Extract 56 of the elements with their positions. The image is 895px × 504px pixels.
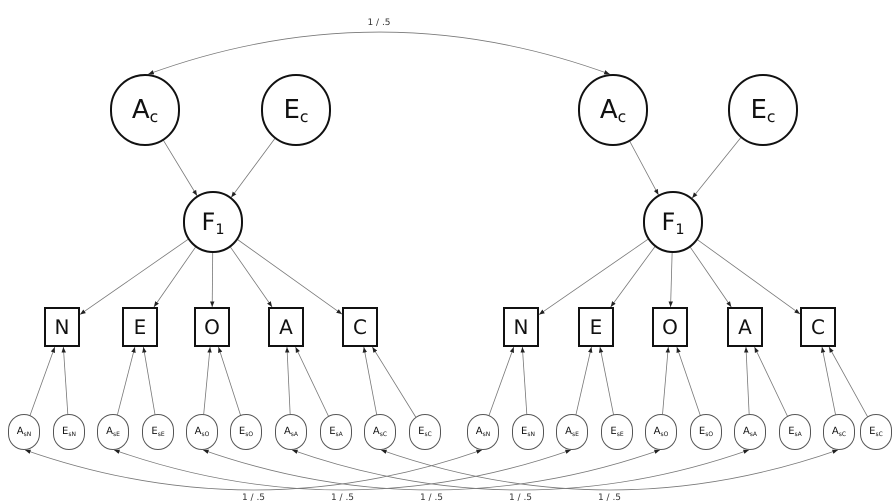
arrow bbox=[662, 346, 670, 414]
edge-label: 1 / .5 bbox=[418, 494, 446, 503]
arrow bbox=[295, 346, 329, 417]
arrow bbox=[598, 346, 614, 415]
observed-box: A bbox=[727, 307, 763, 347]
arrow bbox=[362, 346, 378, 415]
arrow bbox=[230, 246, 272, 308]
arrow bbox=[668, 252, 673, 308]
arrow bbox=[610, 246, 656, 308]
arrow bbox=[744, 346, 750, 414]
arrow bbox=[203, 346, 212, 414]
arrow bbox=[520, 346, 528, 414]
observed-box: N bbox=[44, 307, 80, 347]
arrow bbox=[576, 346, 592, 415]
arrow bbox=[117, 346, 136, 416]
observed-box: E bbox=[122, 307, 158, 347]
edge-label: 1 / .5 bbox=[365, 19, 393, 28]
edge-label: 1 / .5 bbox=[328, 494, 356, 503]
arrow bbox=[372, 346, 416, 418]
observed-box: C bbox=[800, 307, 836, 347]
arrow bbox=[754, 346, 788, 417]
arrow bbox=[828, 346, 868, 418]
observed-box: O bbox=[194, 307, 230, 347]
arrow bbox=[30, 346, 56, 416]
arrow bbox=[163, 140, 198, 196]
arrow bbox=[237, 239, 342, 315]
arrow bbox=[142, 346, 156, 415]
edge-label: 1 / .5 bbox=[596, 494, 624, 503]
arrow bbox=[80, 238, 189, 315]
edge-label: 1 / .5 bbox=[240, 494, 268, 503]
covariance-arrow bbox=[380, 450, 838, 490]
arrow bbox=[61, 346, 68, 414]
arrow bbox=[154, 246, 196, 308]
arrow bbox=[676, 346, 701, 416]
arrow bbox=[488, 346, 514, 416]
covariance-arrow bbox=[114, 450, 572, 490]
arrow bbox=[820, 346, 836, 415]
covariance-arrow bbox=[292, 450, 750, 490]
arrow bbox=[210, 252, 214, 308]
arrow bbox=[218, 346, 241, 416]
observed-box: N bbox=[503, 307, 539, 347]
arrow bbox=[690, 246, 732, 308]
arrow bbox=[230, 138, 276, 198]
covariance-arrow bbox=[148, 32, 610, 75]
observed-box: O bbox=[652, 307, 688, 347]
arrow bbox=[538, 238, 648, 315]
covariance-arrow bbox=[24, 450, 482, 490]
covariance-arrow bbox=[202, 450, 660, 490]
observed-box: C bbox=[342, 307, 378, 347]
arrow bbox=[630, 141, 659, 196]
arrow bbox=[697, 239, 800, 314]
edge-label: 1 / .5 bbox=[506, 494, 534, 503]
arrow bbox=[284, 346, 291, 414]
arrow bbox=[692, 137, 742, 199]
observed-box: A bbox=[268, 307, 304, 347]
observed-box: E bbox=[578, 307, 614, 347]
